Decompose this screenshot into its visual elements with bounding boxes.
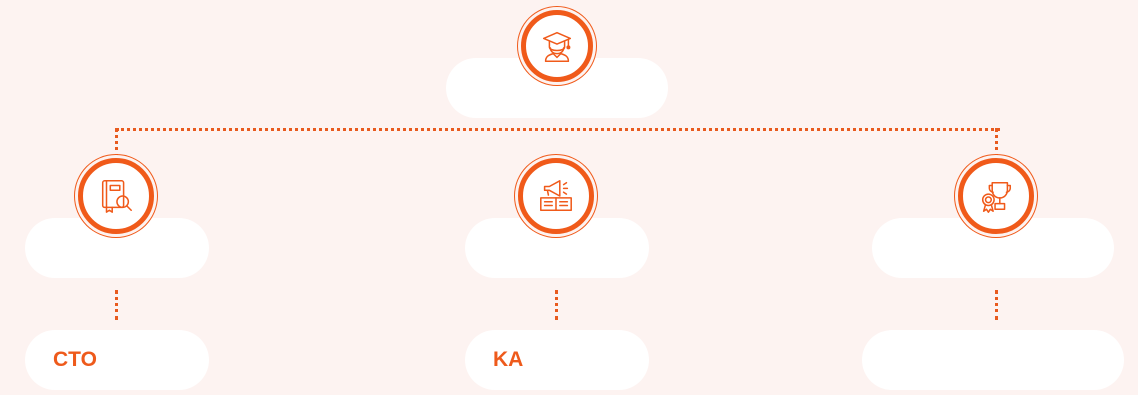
right-child-box (862, 330, 1124, 390)
megaphone-book-icon (518, 158, 594, 234)
graduate-icon (521, 10, 593, 82)
left-child-label: CTO (53, 348, 97, 371)
left-child-box: CTO (25, 330, 209, 390)
connector-center-bottom (555, 290, 558, 320)
book-search-icon (78, 158, 154, 234)
center-child-box: KA (465, 330, 649, 390)
center-child-label: KA (493, 348, 524, 371)
connector-left-bottom (115, 290, 118, 320)
connector-right-top (995, 128, 998, 158)
horizontal-connector (116, 128, 1000, 131)
trophy-award-icon (958, 158, 1034, 234)
connector-left-top (115, 128, 118, 158)
connector-right-bottom (995, 290, 998, 320)
